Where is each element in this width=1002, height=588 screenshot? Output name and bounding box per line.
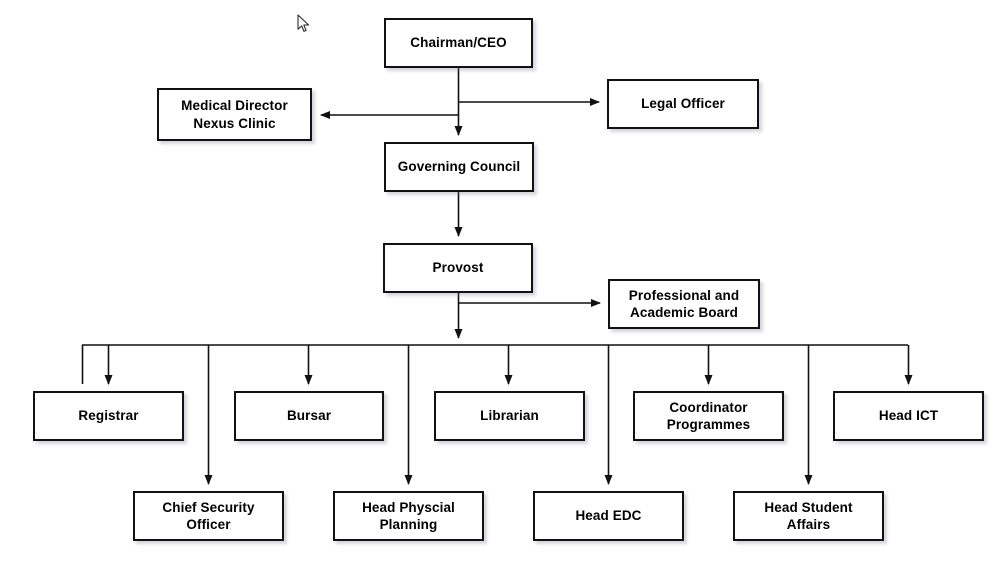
node-bursar[interactable]: Bursar bbox=[234, 391, 384, 441]
node-medical-director-nexus-clinic[interactable]: Medical Director Nexus Clinic bbox=[157, 88, 312, 141]
node-head-edc[interactable]: Head EDC bbox=[533, 491, 684, 541]
node-head-student-affairs[interactable]: Head Student Affairs bbox=[733, 491, 884, 541]
node-head-physical-planning[interactable]: Head Physcial Planning bbox=[333, 491, 484, 541]
node-chairman-ceo[interactable]: Chairman/CEO bbox=[384, 18, 533, 68]
node-registrar[interactable]: Registrar bbox=[33, 391, 184, 441]
node-governing-council[interactable]: Governing Council bbox=[384, 142, 534, 192]
mouse-cursor-icon bbox=[297, 14, 310, 32]
node-professional-and-academic-board[interactable]: Professional and Academic Board bbox=[608, 279, 760, 329]
node-chief-security-officer[interactable]: Chief Security Officer bbox=[133, 491, 284, 541]
node-legal-officer[interactable]: Legal Officer bbox=[607, 79, 759, 129]
node-head-ict[interactable]: Head ICT bbox=[833, 391, 984, 441]
node-coordinator-programmes[interactable]: Coordinator Programmes bbox=[633, 391, 784, 441]
node-provost[interactable]: Provost bbox=[383, 243, 533, 293]
node-librarian[interactable]: Librarian bbox=[434, 391, 585, 441]
